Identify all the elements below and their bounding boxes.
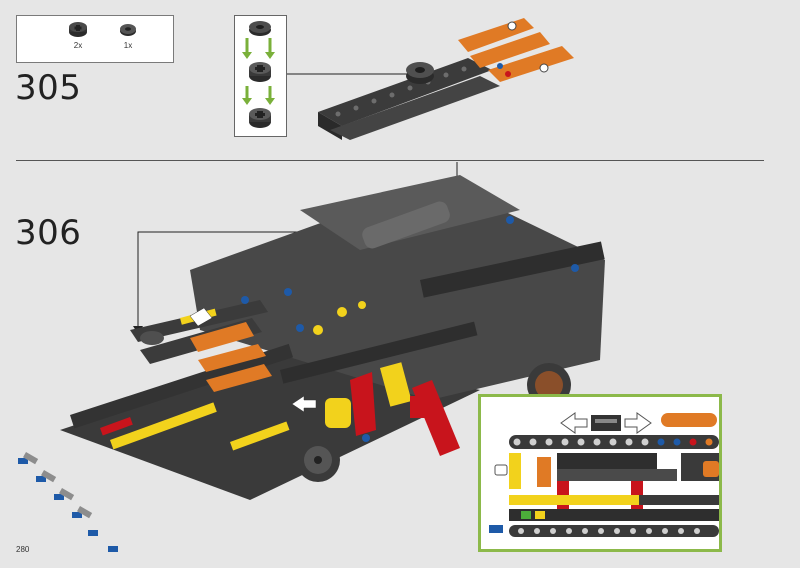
sub-assembly-icon	[242, 21, 275, 128]
step-305-assembly	[318, 18, 574, 140]
right-arrow-icon	[624, 412, 652, 434]
detail-view-illustration	[489, 412, 719, 537]
step-306-assembly	[18, 175, 605, 552]
part-qty: 2x	[73, 41, 83, 50]
step-divider	[16, 160, 764, 161]
part-qty: 1x	[123, 41, 133, 50]
left-arrow-icon	[560, 412, 588, 434]
detail-callout	[478, 394, 722, 552]
round-cap-piece-icon	[120, 24, 136, 36]
sub-assembly-box	[234, 15, 287, 137]
gear-hub-piece-icon	[69, 22, 87, 37]
step-number: 305	[15, 68, 82, 108]
step-number: 306	[15, 213, 82, 253]
part-item: 2x	[63, 21, 93, 50]
page-number: 280	[16, 545, 30, 554]
parts-list-box: 2x 1x	[16, 15, 174, 63]
part-item: 1x	[113, 21, 143, 50]
